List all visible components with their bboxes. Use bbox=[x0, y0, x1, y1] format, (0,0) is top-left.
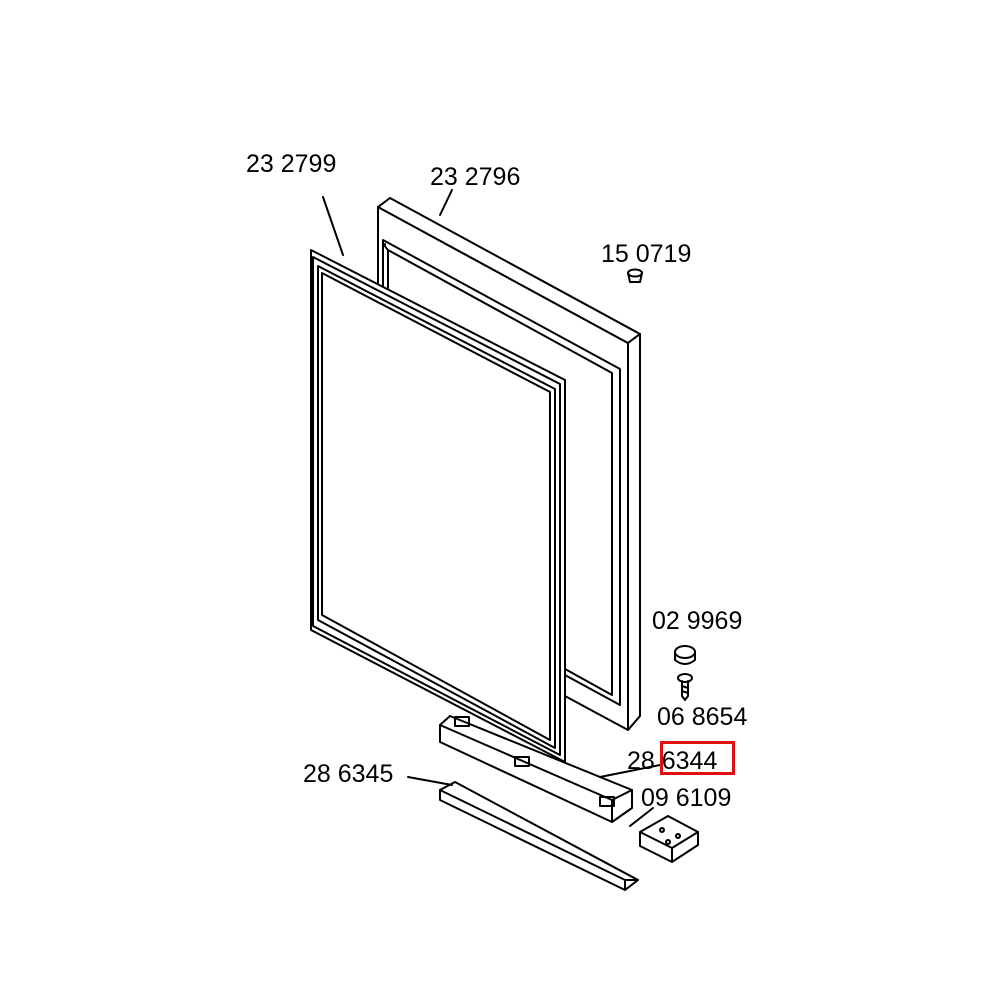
hinge-bracket bbox=[639, 815, 699, 863]
hinge-strip bbox=[439, 715, 633, 823]
label-hinge-strip: 28 6344 bbox=[627, 747, 718, 775]
label-hinge-bracket: 09 6109 bbox=[641, 784, 732, 812]
label-gasket: 23 2799 bbox=[246, 150, 337, 178]
door-gasket bbox=[310, 249, 566, 763]
label-cover-strip: 28 6345 bbox=[303, 760, 394, 788]
label-plug: 15 0719 bbox=[601, 240, 692, 268]
highlight-box bbox=[660, 741, 735, 775]
cover-strip bbox=[439, 781, 639, 891]
leader-lines bbox=[322, 189, 661, 827]
screw bbox=[677, 673, 693, 701]
cap bbox=[674, 645, 696, 665]
label-door-panel: 23 2796 bbox=[430, 163, 521, 191]
plug bbox=[627, 268, 643, 283]
label-cap: 02 9969 bbox=[652, 607, 743, 635]
label-screw: 06 8654 bbox=[657, 703, 748, 731]
